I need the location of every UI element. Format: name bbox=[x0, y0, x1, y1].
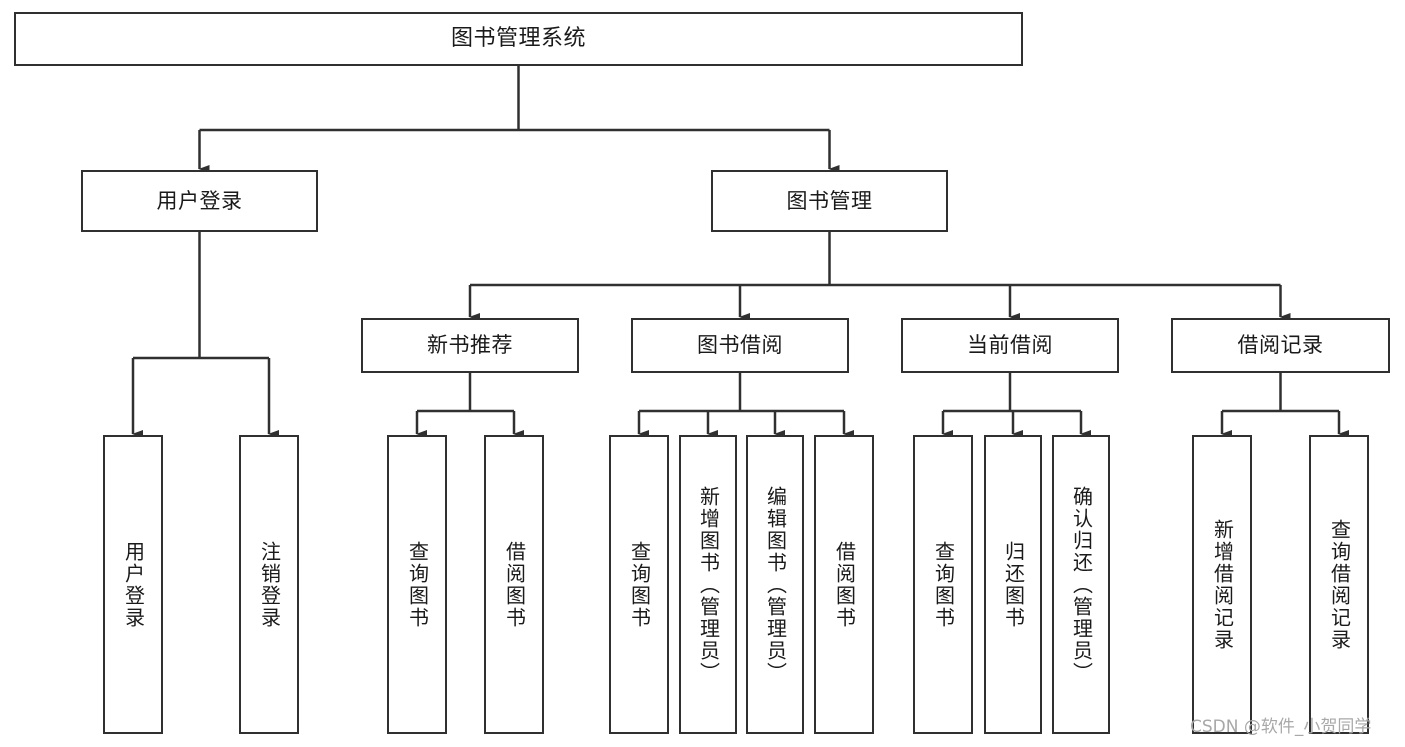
node-label-leaf-borrow-book-2: 借阅图书 bbox=[832, 540, 857, 629]
node-label-borrow-record: 借阅记录 bbox=[1237, 333, 1324, 358]
node-leaf-query-book-1[interactable]: 查询图书 bbox=[387, 435, 447, 734]
node-borrow-record[interactable]: 借阅记录 bbox=[1171, 318, 1390, 373]
node-user-login[interactable]: 用户登录 bbox=[81, 170, 318, 232]
node-label-leaf-confirm-return: 确认归还（管理员） bbox=[1069, 485, 1094, 684]
node-new-book-rec[interactable]: 新书推荐 bbox=[361, 318, 579, 373]
node-leaf-user-logout[interactable]: 注销登录 bbox=[239, 435, 299, 734]
node-book-manage[interactable]: 图书管理 bbox=[711, 170, 948, 232]
node-leaf-return-book[interactable]: 归还图书 bbox=[984, 435, 1042, 734]
node-leaf-query-book-2[interactable]: 查询图书 bbox=[609, 435, 669, 734]
node-label-leaf-edit-book: 编辑图书（管理员） bbox=[763, 485, 788, 684]
node-label-book-manage: 图书管理 bbox=[786, 188, 873, 213]
node-label-current-borrow: 当前借阅 bbox=[967, 333, 1053, 358]
node-label-leaf-query-book-1: 查询图书 bbox=[405, 540, 430, 629]
node-leaf-query-record[interactable]: 查询借阅记录 bbox=[1309, 435, 1369, 734]
node-leaf-borrow-book-1[interactable]: 借阅图书 bbox=[484, 435, 544, 734]
node-label-book-borrow: 图书借阅 bbox=[697, 333, 783, 358]
node-root[interactable]: 图书管理系统 bbox=[14, 12, 1023, 66]
node-leaf-borrow-book-2[interactable]: 借阅图书 bbox=[814, 435, 874, 734]
node-current-borrow[interactable]: 当前借阅 bbox=[901, 318, 1119, 373]
node-label-leaf-add-record: 新增借阅记录 bbox=[1210, 518, 1235, 651]
node-label-leaf-add-book: 新增图书（管理员） bbox=[696, 485, 721, 684]
node-label-leaf-return-book: 归还图书 bbox=[1001, 540, 1026, 629]
node-label-leaf-borrow-book-1: 借阅图书 bbox=[502, 540, 527, 629]
node-leaf-query-book-3[interactable]: 查询图书 bbox=[913, 435, 973, 734]
node-label-leaf-user-logout: 注销登录 bbox=[257, 540, 282, 629]
node-label-leaf-query-record: 查询借阅记录 bbox=[1327, 518, 1352, 651]
node-leaf-user-login[interactable]: 用户登录 bbox=[103, 435, 163, 734]
node-book-borrow[interactable]: 图书借阅 bbox=[631, 318, 849, 373]
node-leaf-add-record[interactable]: 新增借阅记录 bbox=[1192, 435, 1252, 734]
node-leaf-add-book[interactable]: 新增图书（管理员） bbox=[679, 435, 737, 734]
node-label-leaf-query-book-2: 查询图书 bbox=[627, 540, 652, 629]
node-leaf-edit-book[interactable]: 编辑图书（管理员） bbox=[746, 435, 804, 734]
node-label-leaf-query-book-3: 查询图书 bbox=[931, 540, 956, 629]
node-label-new-book-rec: 新书推荐 bbox=[427, 333, 513, 358]
node-leaf-confirm-return[interactable]: 确认归还（管理员） bbox=[1052, 435, 1110, 734]
node-label-root: 图书管理系统 bbox=[450, 26, 586, 52]
node-label-leaf-user-login: 用户登录 bbox=[121, 540, 146, 629]
node-label-user-login: 用户登录 bbox=[156, 188, 243, 213]
